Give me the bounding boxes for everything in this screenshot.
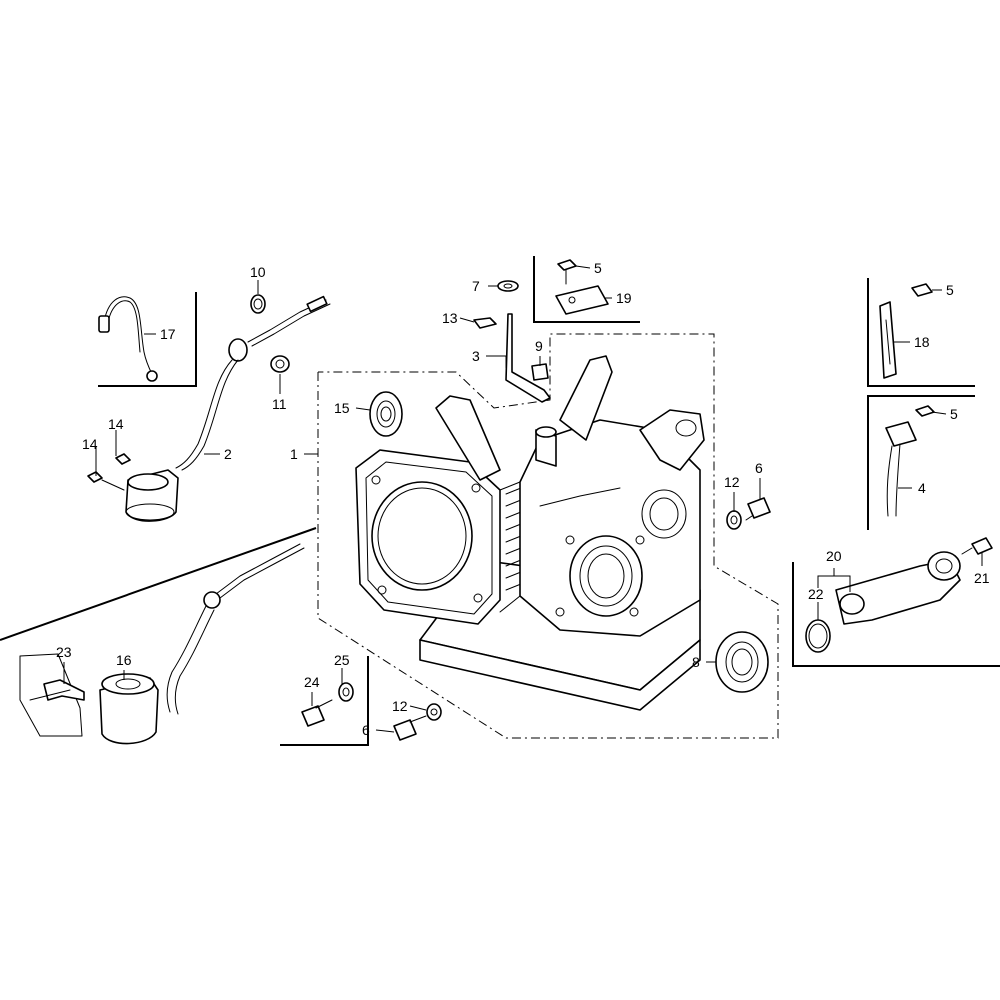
part-labels: 17 10 11 2 14 14 1 15 7 13 3 9 5 19 5 18… <box>56 260 990 738</box>
label-12-right: 12 <box>724 474 740 490</box>
label-16: 16 <box>116 652 132 668</box>
label-11: 11 <box>272 396 287 412</box>
label-15: 15 <box>334 400 350 416</box>
washer-25 <box>338 682 354 702</box>
label-24: 24 <box>304 674 320 690</box>
label-19: 19 <box>616 290 632 306</box>
frame-4 <box>867 395 975 530</box>
washer-10 <box>250 294 266 314</box>
frame-23 <box>19 653 83 737</box>
oring-22 <box>805 619 831 653</box>
dashed-outline <box>317 333 779 739</box>
dipstick-20 <box>835 551 961 625</box>
label-12-bottom: 12 <box>392 698 408 714</box>
seal-8 <box>715 631 769 693</box>
crankcase-block-1 <box>355 355 705 711</box>
label-5-right-top: 5 <box>946 282 954 298</box>
label-21: 21 <box>974 570 990 586</box>
bolt-5-right <box>911 283 933 297</box>
rod-3 <box>505 313 551 403</box>
frame-20 <box>792 562 1000 667</box>
bolt-5-top <box>557 259 577 285</box>
label-17: 17 <box>160 326 176 342</box>
cable-16 <box>99 543 305 745</box>
bolt-6-right <box>745 497 771 521</box>
nut-11 <box>270 355 290 373</box>
frame-19 <box>533 256 640 323</box>
frame-17 <box>98 292 197 387</box>
label-3: 3 <box>472 348 480 364</box>
label-6-right: 6 <box>755 460 763 476</box>
frame-18 <box>867 278 975 387</box>
assembly-outline <box>317 333 779 739</box>
label-23: 23 <box>56 644 72 660</box>
frame-24 <box>280 656 369 746</box>
group-frames <box>0 256 1000 746</box>
label-6-bottom: 6 <box>362 722 370 738</box>
label-18: 18 <box>914 334 930 350</box>
leader-lines <box>63 265 983 733</box>
sensor-4 <box>885 405 935 517</box>
washer-12-right <box>726 510 742 530</box>
label-4: 4 <box>918 480 926 496</box>
label-14a: 14 <box>108 416 124 432</box>
label-20: 20 <box>826 548 842 564</box>
label-8: 8 <box>692 654 700 670</box>
bearing-15 <box>369 391 403 437</box>
washer-12-bottom <box>426 703 442 721</box>
label-22: 22 <box>808 586 824 602</box>
screw-21 <box>961 537 993 555</box>
bolt-24 <box>301 699 333 727</box>
label-2: 2 <box>224 446 232 462</box>
label-13: 13 <box>442 310 458 326</box>
bracket-23 <box>29 679 85 701</box>
label-5-top: 5 <box>594 260 602 276</box>
label-9: 9 <box>535 338 543 354</box>
wire-17 <box>98 296 158 382</box>
bracket-18 <box>879 301 897 379</box>
washer-7 <box>497 280 519 292</box>
clip-13 <box>473 317 497 329</box>
label-25: 25 <box>334 652 350 668</box>
bolt-6-bottom <box>393 715 427 741</box>
bracket-19 <box>555 285 609 315</box>
label-10: 10 <box>250 264 266 280</box>
label-1: 1 <box>290 446 298 462</box>
label-5-right-mid: 5 <box>950 406 958 422</box>
cable-2 <box>87 295 331 522</box>
nut-9 <box>531 363 549 381</box>
label-14b: 14 <box>82 436 98 452</box>
label-7: 7 <box>472 278 480 294</box>
frame-16 <box>0 527 317 641</box>
